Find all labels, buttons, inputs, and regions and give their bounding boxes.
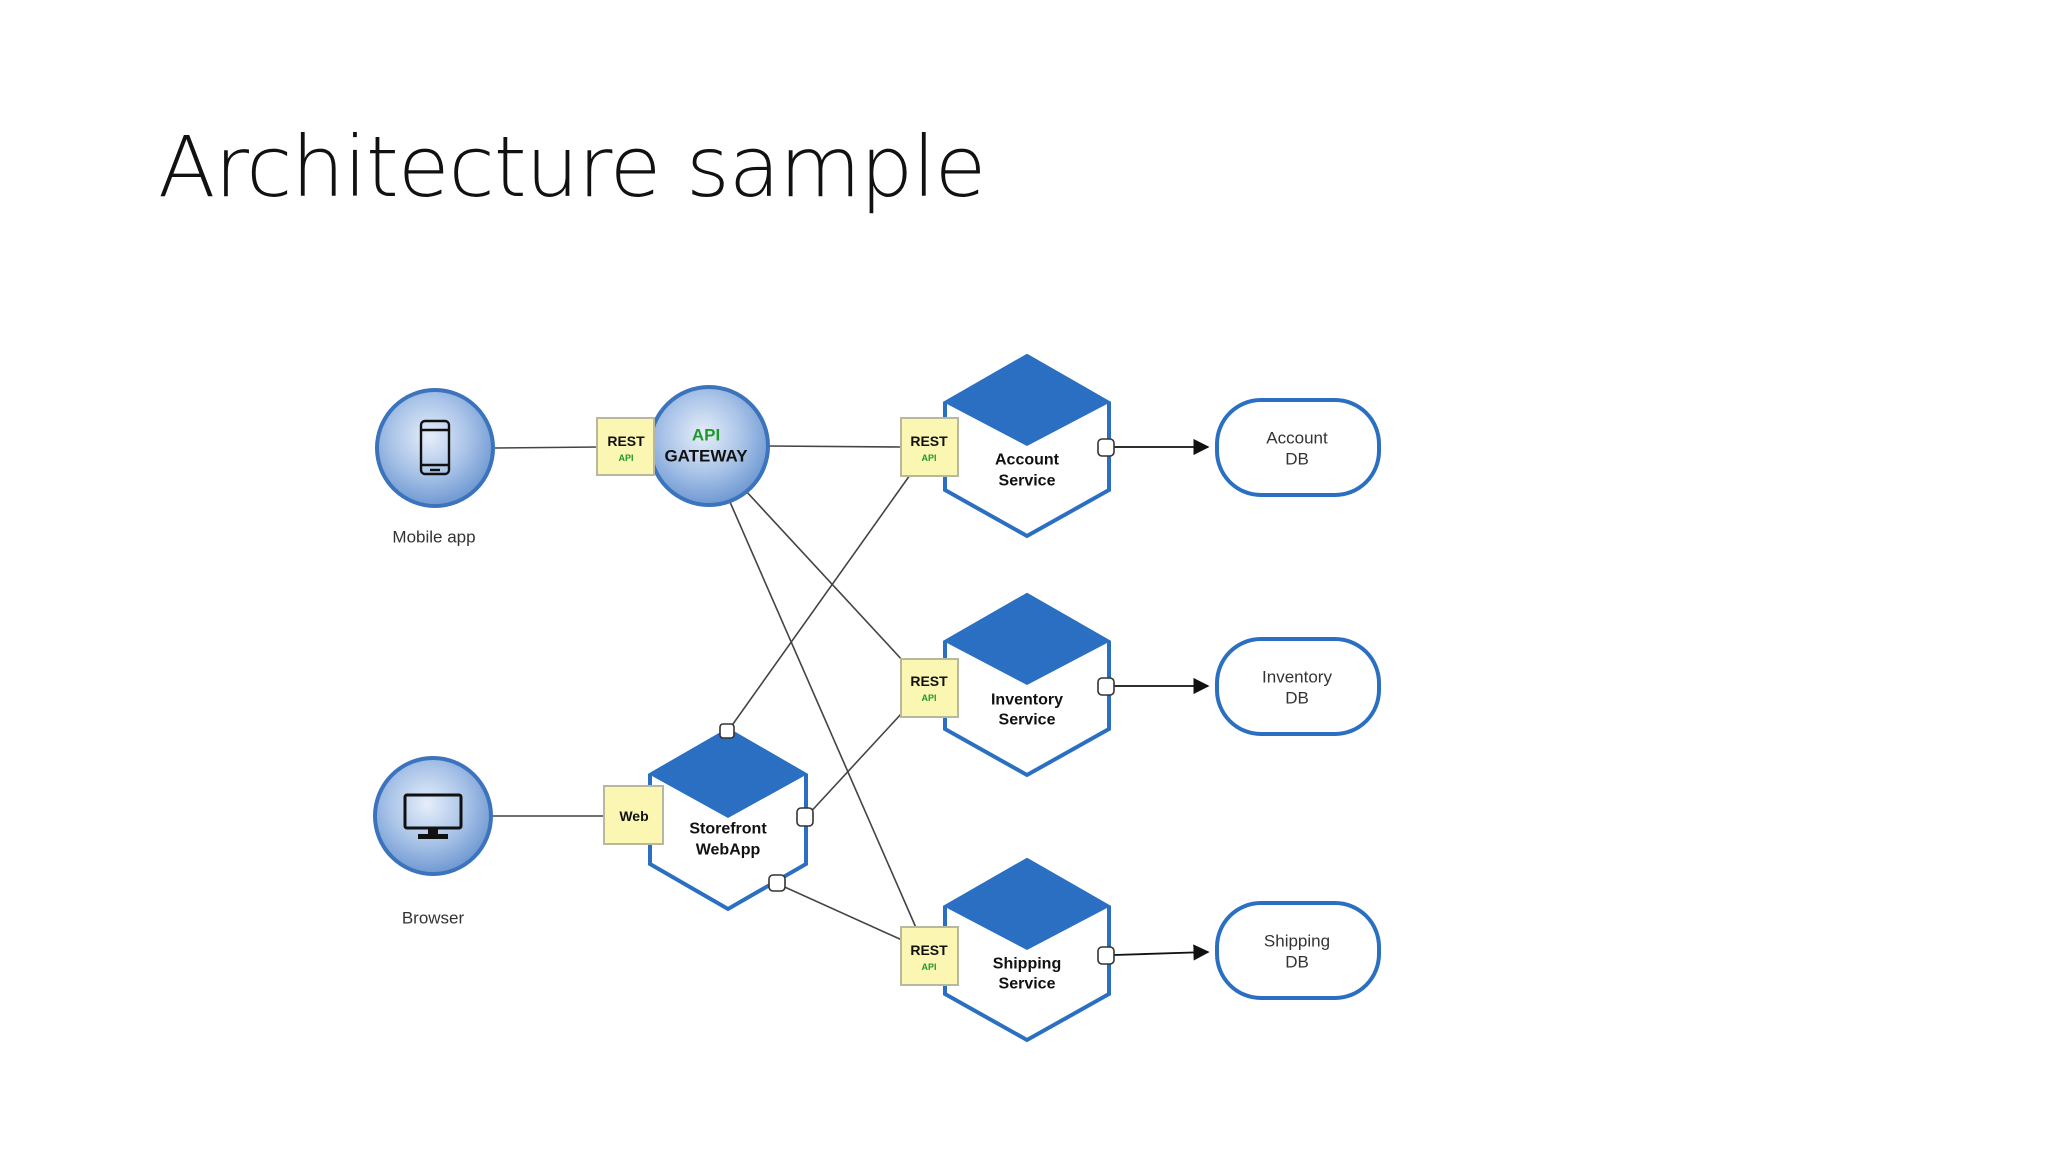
edge-gateway-account — [767, 445, 903, 448]
account-rest-badge: REST API — [900, 417, 959, 477]
gateway-rest-badge: REST API — [596, 417, 655, 476]
edge-storefront-account — [727, 474, 911, 732]
svg-text:Account: Account — [1266, 429, 1328, 448]
edge-storefront-inventory — [805, 712, 903, 818]
svg-text:API: API — [921, 962, 936, 972]
shipping-rest-badge: REST API — [900, 926, 959, 986]
edge-mobile-gateway — [494, 446, 601, 449]
gateway-subtitle: GATEWAY — [664, 447, 748, 466]
mobile-app-label: Mobile app — [392, 528, 475, 547]
edge-gateway-shipping — [729, 501, 918, 931]
inventory-rest-badge: REST API — [900, 658, 959, 718]
storefront-web-badge: Web — [603, 785, 664, 845]
svg-text:DB: DB — [1285, 689, 1309, 708]
svg-text:Inventory: Inventory — [991, 692, 1063, 709]
connection-lines — [492, 445, 918, 941]
svg-text:API: API — [921, 693, 936, 703]
arrow-shipping-db — [1113, 944, 1210, 961]
svg-text:REST: REST — [910, 673, 948, 689]
account-db-node: Account DB — [1215, 398, 1381, 497]
mobile-app-node: Mobile app — [375, 388, 495, 547]
svg-text:REST: REST — [910, 942, 948, 958]
edge-storefront-shipping — [777, 883, 903, 941]
svg-text:Service: Service — [999, 473, 1056, 490]
api-gateway-node: API GATEWAY — [648, 385, 770, 507]
svg-text:Service: Service — [999, 976, 1056, 993]
shipping-db-node: Shipping DB — [1215, 901, 1381, 1000]
svg-text:Service: Service — [999, 712, 1056, 729]
svg-text:REST: REST — [607, 433, 645, 449]
svg-text:DB: DB — [1285, 450, 1309, 469]
svg-text:REST: REST — [910, 433, 948, 449]
svg-text:Account: Account — [995, 452, 1060, 469]
storefront-line2: WebApp — [696, 842, 761, 859]
svg-text:Shipping: Shipping — [1264, 932, 1330, 951]
storefront-line1: Storefront — [689, 821, 767, 838]
browser-node: Browser — [373, 756, 493, 928]
monitor-icon — [403, 793, 463, 839]
storefront-webapp-node: Storefront WebApp — [648, 723, 814, 912]
svg-text:API: API — [618, 453, 633, 463]
svg-text:Shipping: Shipping — [993, 956, 1061, 973]
svg-text:Web: Web — [619, 808, 648, 824]
browser-label: Browser — [402, 909, 465, 928]
mobile-phone-icon — [419, 419, 451, 476]
svg-text:Inventory: Inventory — [1262, 668, 1332, 687]
account-service-node: Account Service — [943, 353, 1115, 539]
inventory-service-node: Inventory Service — [943, 592, 1115, 778]
svg-text:DB: DB — [1285, 953, 1309, 972]
db-arrows — [1113, 438, 1210, 961]
svg-text:API: API — [921, 453, 936, 463]
gateway-title: API — [692, 426, 720, 445]
page-title: Architecture sample — [158, 118, 986, 216]
inventory-db-node: Inventory DB — [1215, 637, 1381, 736]
shipping-service-node: Shipping Service — [943, 857, 1115, 1043]
edge-gateway-inventory — [744, 489, 905, 663]
